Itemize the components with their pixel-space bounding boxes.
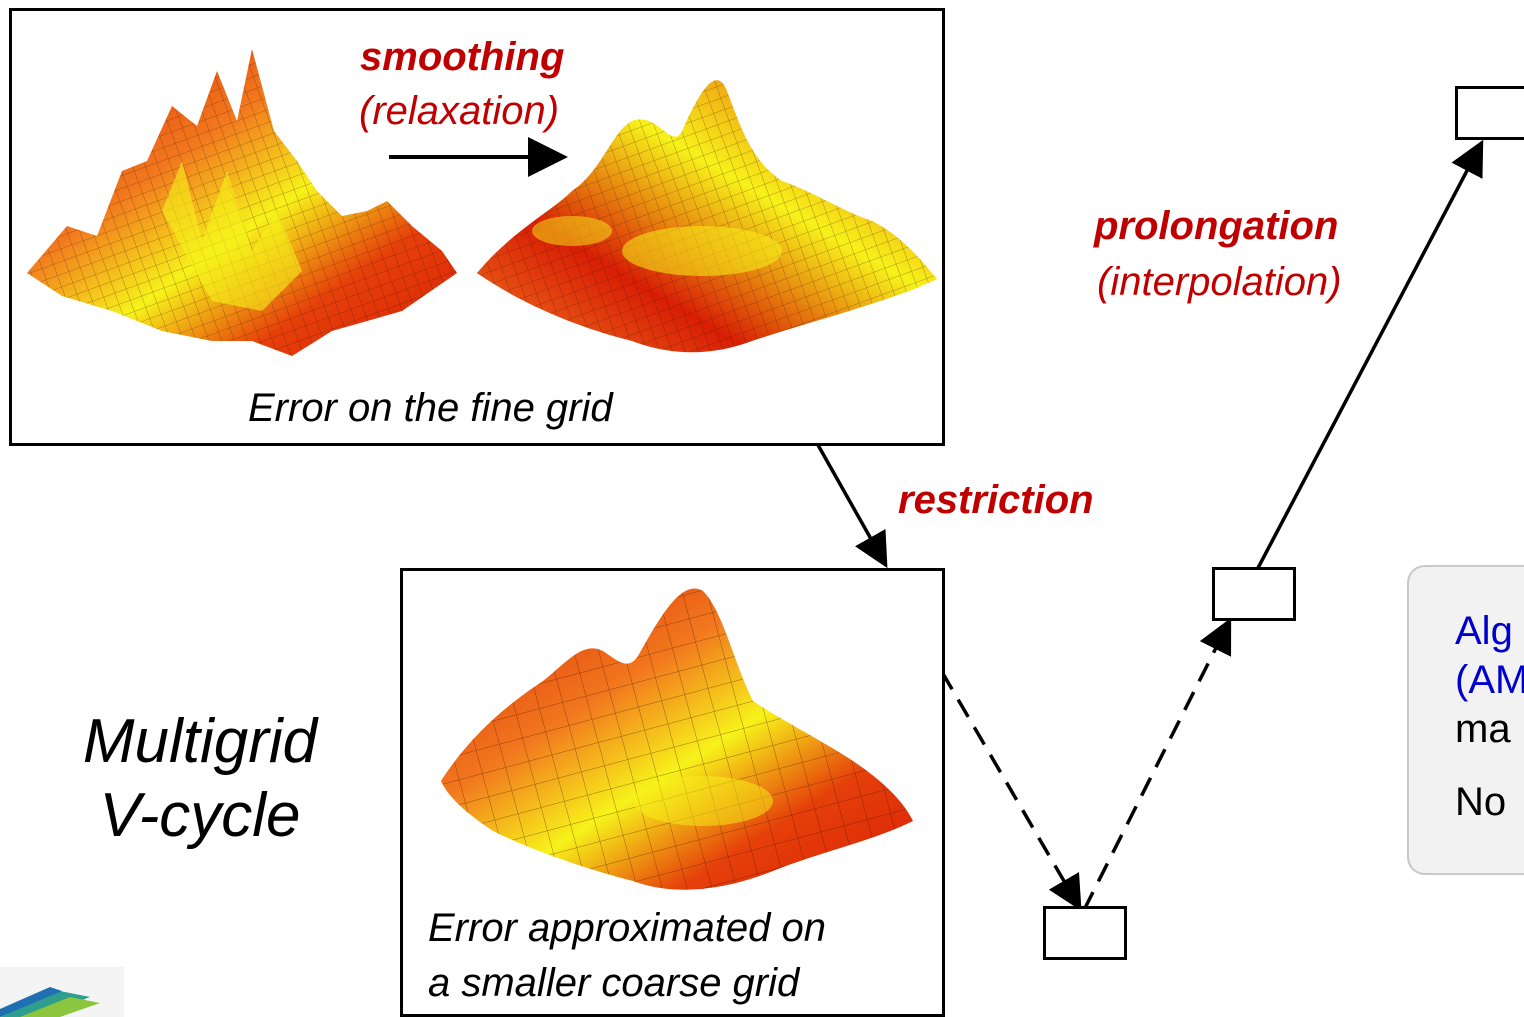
callout-line3: ma	[1455, 707, 1511, 751]
logo-icon	[0, 967, 124, 1017]
coarse-grid-panel: Error approximated on a smaller coarse g…	[400, 568, 945, 1017]
v-cycle-title: Multigrid V-cycle	[40, 705, 360, 853]
coarse-error-surface	[441, 588, 913, 890]
prolongation-arrow	[1256, 139, 1484, 569]
amg-callout: Alg (AM ma No	[1407, 565, 1524, 875]
restriction-arrow	[816, 444, 888, 569]
smoothing-label: smoothing	[360, 35, 565, 79]
fine-grid-surfaces	[27, 49, 937, 356]
dashed-down-arrow	[940, 671, 1082, 912]
rough-error-surface	[27, 49, 457, 356]
fine-grid-top-box	[1455, 86, 1524, 140]
title-line1: Multigrid	[82, 707, 318, 776]
coarse-caption-line2: a smaller coarse grid	[428, 961, 800, 1005]
coarse-grid-up-box	[1212, 567, 1296, 621]
restriction-label: restriction	[898, 478, 1094, 522]
fine-grid-caption: Error on the fine grid	[248, 386, 613, 430]
callout-line4: No	[1455, 780, 1507, 824]
callout-line1: Alg	[1455, 609, 1513, 653]
callout-line2: (AM	[1455, 658, 1524, 702]
interpolation-label: (interpolation)	[1097, 260, 1342, 304]
prolongation-label: prolongation	[1094, 204, 1339, 248]
dashed-up-arrow	[1082, 617, 1232, 911]
fine-grid-panel: smoothing (relaxation) Error on the fine…	[9, 8, 945, 446]
coarsest-grid-box	[1043, 906, 1127, 960]
coarse-caption-line1: Error approximated on	[428, 906, 826, 950]
smooth-error-surface	[477, 80, 937, 353]
relaxation-label: (relaxation)	[359, 89, 560, 133]
coarse-grid-surface-wrap	[441, 588, 913, 890]
title-line2: V-cycle	[99, 781, 301, 850]
